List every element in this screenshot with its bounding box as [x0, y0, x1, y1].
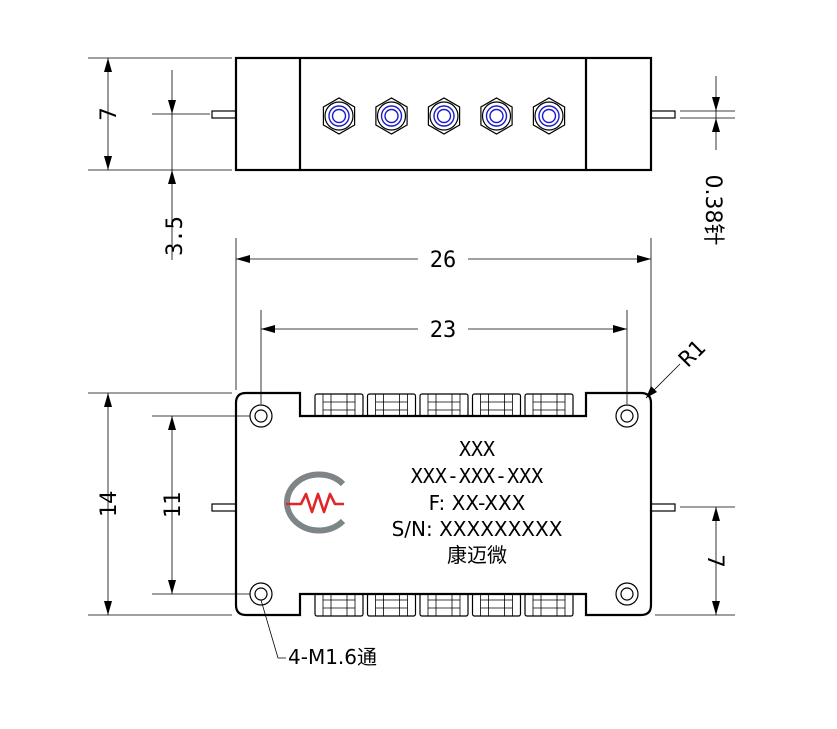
label-line-3: F: XX-XXX: [429, 491, 526, 515]
front-connector: [366, 593, 417, 617]
top-connector: [375, 97, 408, 135]
mounting-hole-top-left: [249, 404, 273, 428]
front-connector: [366, 393, 417, 417]
dim-hole-spacing-y: 11: [161, 492, 186, 519]
dim-pin-offset: 7: [702, 554, 727, 567]
logo-gray-arc: [284, 471, 346, 534]
front-connector: [419, 593, 469, 617]
label-line-2: XXX-XXX-XXX: [411, 464, 543, 488]
dim-overall-height: 14: [97, 491, 122, 518]
front-right-pin: [650, 503, 676, 512]
front-left-pin: [211, 503, 237, 512]
top-left-pin: [211, 110, 237, 119]
mounting-note: 4-M1.6通: [288, 645, 377, 669]
top-view-dimensions: 7 3.5 0.38针: [88, 57, 735, 260]
front-view: XXX XXX-XXX-XXX F: XX-XXX S/N: XXXXXXXXX…: [211, 391, 676, 617]
front-connector: [471, 593, 522, 617]
front-connector: [471, 393, 522, 417]
front-connector: [419, 393, 469, 417]
mounting-hole-bottom-right: [615, 582, 639, 606]
label-line-1: XXX: [459, 437, 495, 461]
logo-red-wave: [286, 492, 344, 514]
label-line-4: S/N: XXXXXXXXX: [392, 517, 563, 541]
top-connector: [427, 97, 461, 135]
top-connectors: [322, 97, 566, 135]
top-view-body: [234, 56, 653, 172]
front-connector: [524, 593, 574, 617]
top-view: [211, 56, 676, 172]
dim-overall-length: 26: [430, 248, 457, 273]
dim-pin-diameter: 0.38针: [700, 175, 725, 246]
mounting-hole-bottom-left: [249, 582, 273, 606]
top-connector: [532, 97, 566, 135]
top-connector: [480, 97, 513, 135]
dim-hole-spacing-x: 23: [430, 318, 457, 343]
dim-top-offset: 3.5: [163, 216, 188, 256]
dim-top-height: 7: [97, 107, 122, 120]
front-connectors-bottom: [314, 593, 574, 617]
front-connector: [524, 393, 574, 417]
front-connector: [314, 393, 364, 417]
top-connector: [322, 97, 356, 135]
front-connector: [314, 593, 364, 617]
company-logo: [284, 471, 346, 534]
front-view-body: [234, 391, 653, 617]
label-line-5: 康迈微: [447, 543, 507, 567]
front-view-dimensions: 26 23 R1 14 11 7 4-M: [88, 238, 735, 669]
top-right-pin: [650, 110, 676, 119]
front-connectors-top: [314, 393, 574, 417]
dim-corner-radius: R1: [675, 336, 711, 372]
mounting-hole-top-right: [615, 404, 639, 428]
